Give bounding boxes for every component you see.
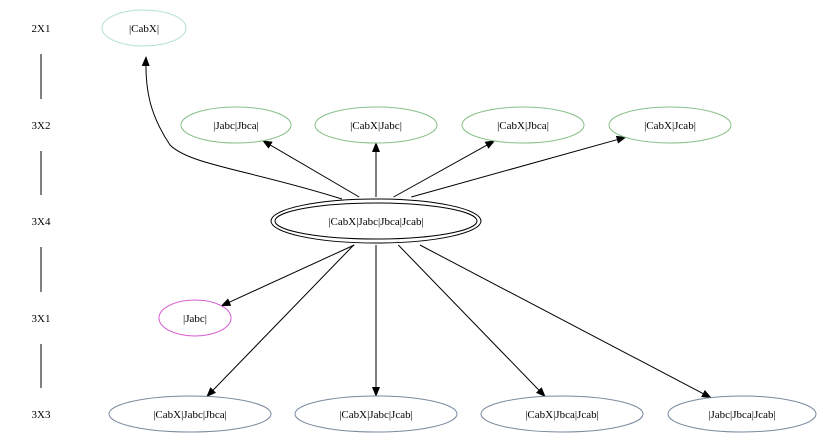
node-n_cabx_jabc_jcab: |CabX|Jabc|Jcab| (294, 395, 458, 433)
node-n_jabc: |Jabc| (158, 299, 232, 337)
node-n_cabx_jbca_jcab: |CabX|Jbca|Jcab| (480, 395, 644, 433)
node-ellipse (667, 395, 817, 433)
node-label: |Jabc|Jbca|Jcab| (708, 409, 775, 421)
rank-label-r0: 2X1 (32, 23, 51, 35)
rank-label-r1: 3X2 (32, 120, 51, 132)
edge-n_center-to-n_cabx_jabc_jbca (206, 244, 355, 398)
node-label: |CabX|Jbca| (497, 120, 549, 132)
node-ellipse (101, 9, 187, 47)
node-ellipse (480, 395, 644, 433)
node-n_cabx_jabc_jbca: |CabX|Jabc|Jbca| (108, 395, 272, 433)
node-label: |CabX|Jcab| (644, 120, 696, 132)
rank-label-r3: 3X1 (32, 313, 51, 325)
node-ellipse (270, 198, 482, 244)
edge-group (141, 56, 712, 399)
node-group: |CabX| |Jabc|Jbca| |CabX|Jabc| |CabX|Jbca| |… (101, 9, 817, 433)
node-ellipse (608, 106, 732, 144)
node-inner-ellipse (274, 202, 478, 240)
node-n_jabc_jbca_jcab: |Jabc|Jbca|Jcab| (667, 395, 817, 433)
node-ellipse (158, 299, 232, 337)
node-label: |CabX|Jabc|Jbca|Jcab| (328, 216, 423, 228)
node-ellipse (314, 106, 438, 144)
edge-n_center-to-n_cabx (141, 56, 343, 200)
edge-n_center-to-n_cabx_jbca_jcab (397, 244, 546, 398)
edge-n_center-to-n_jabc_jbca (262, 140, 360, 198)
edge-n_center-to-n_cabx_jbca (393, 140, 496, 198)
edge-n_center-to-n_jabc (220, 244, 355, 307)
node-label: |Jabc| (183, 313, 207, 325)
node-n_cabx_jabc: |CabX|Jabc| (314, 106, 438, 144)
node-n_jabc_jbca: |Jabc|Jbca| (180, 106, 292, 144)
node-n_cabx_jbca: |CabX|Jbca| (461, 106, 585, 144)
node-ellipse (180, 106, 292, 144)
node-n_center: |CabX|Jabc|Jbca|Jcab| (270, 198, 482, 244)
node-label: |CabX| (129, 23, 159, 35)
rank-label-r2: 3X4 (32, 216, 51, 228)
node-n_cabx: |CabX| (101, 9, 187, 47)
node-label: |CabX|Jbca|Jcab| (525, 409, 599, 421)
edge-n_center-to-n_cabx_jcab (411, 135, 627, 198)
rank-label-r4: 3X3 (32, 409, 51, 421)
node-ellipse (294, 395, 458, 433)
edge-n_center-to-n_jabc_jbca_jcab (419, 244, 712, 399)
rank-axis: 2X1 3X2 3X4 3X1 3X3 (32, 23, 51, 421)
node-ellipse (108, 395, 272, 433)
node-n_cabx_jcab: |CabX|Jcab| (608, 106, 732, 144)
node-label: |CabX|Jabc| (350, 120, 402, 132)
node-label: |CabX|Jabc|Jbca| (153, 409, 227, 421)
node-label: |Jabc|Jbca| (213, 120, 259, 132)
node-label: |CabX|Jabc|Jcab| (339, 409, 413, 421)
node-ellipse (461, 106, 585, 144)
